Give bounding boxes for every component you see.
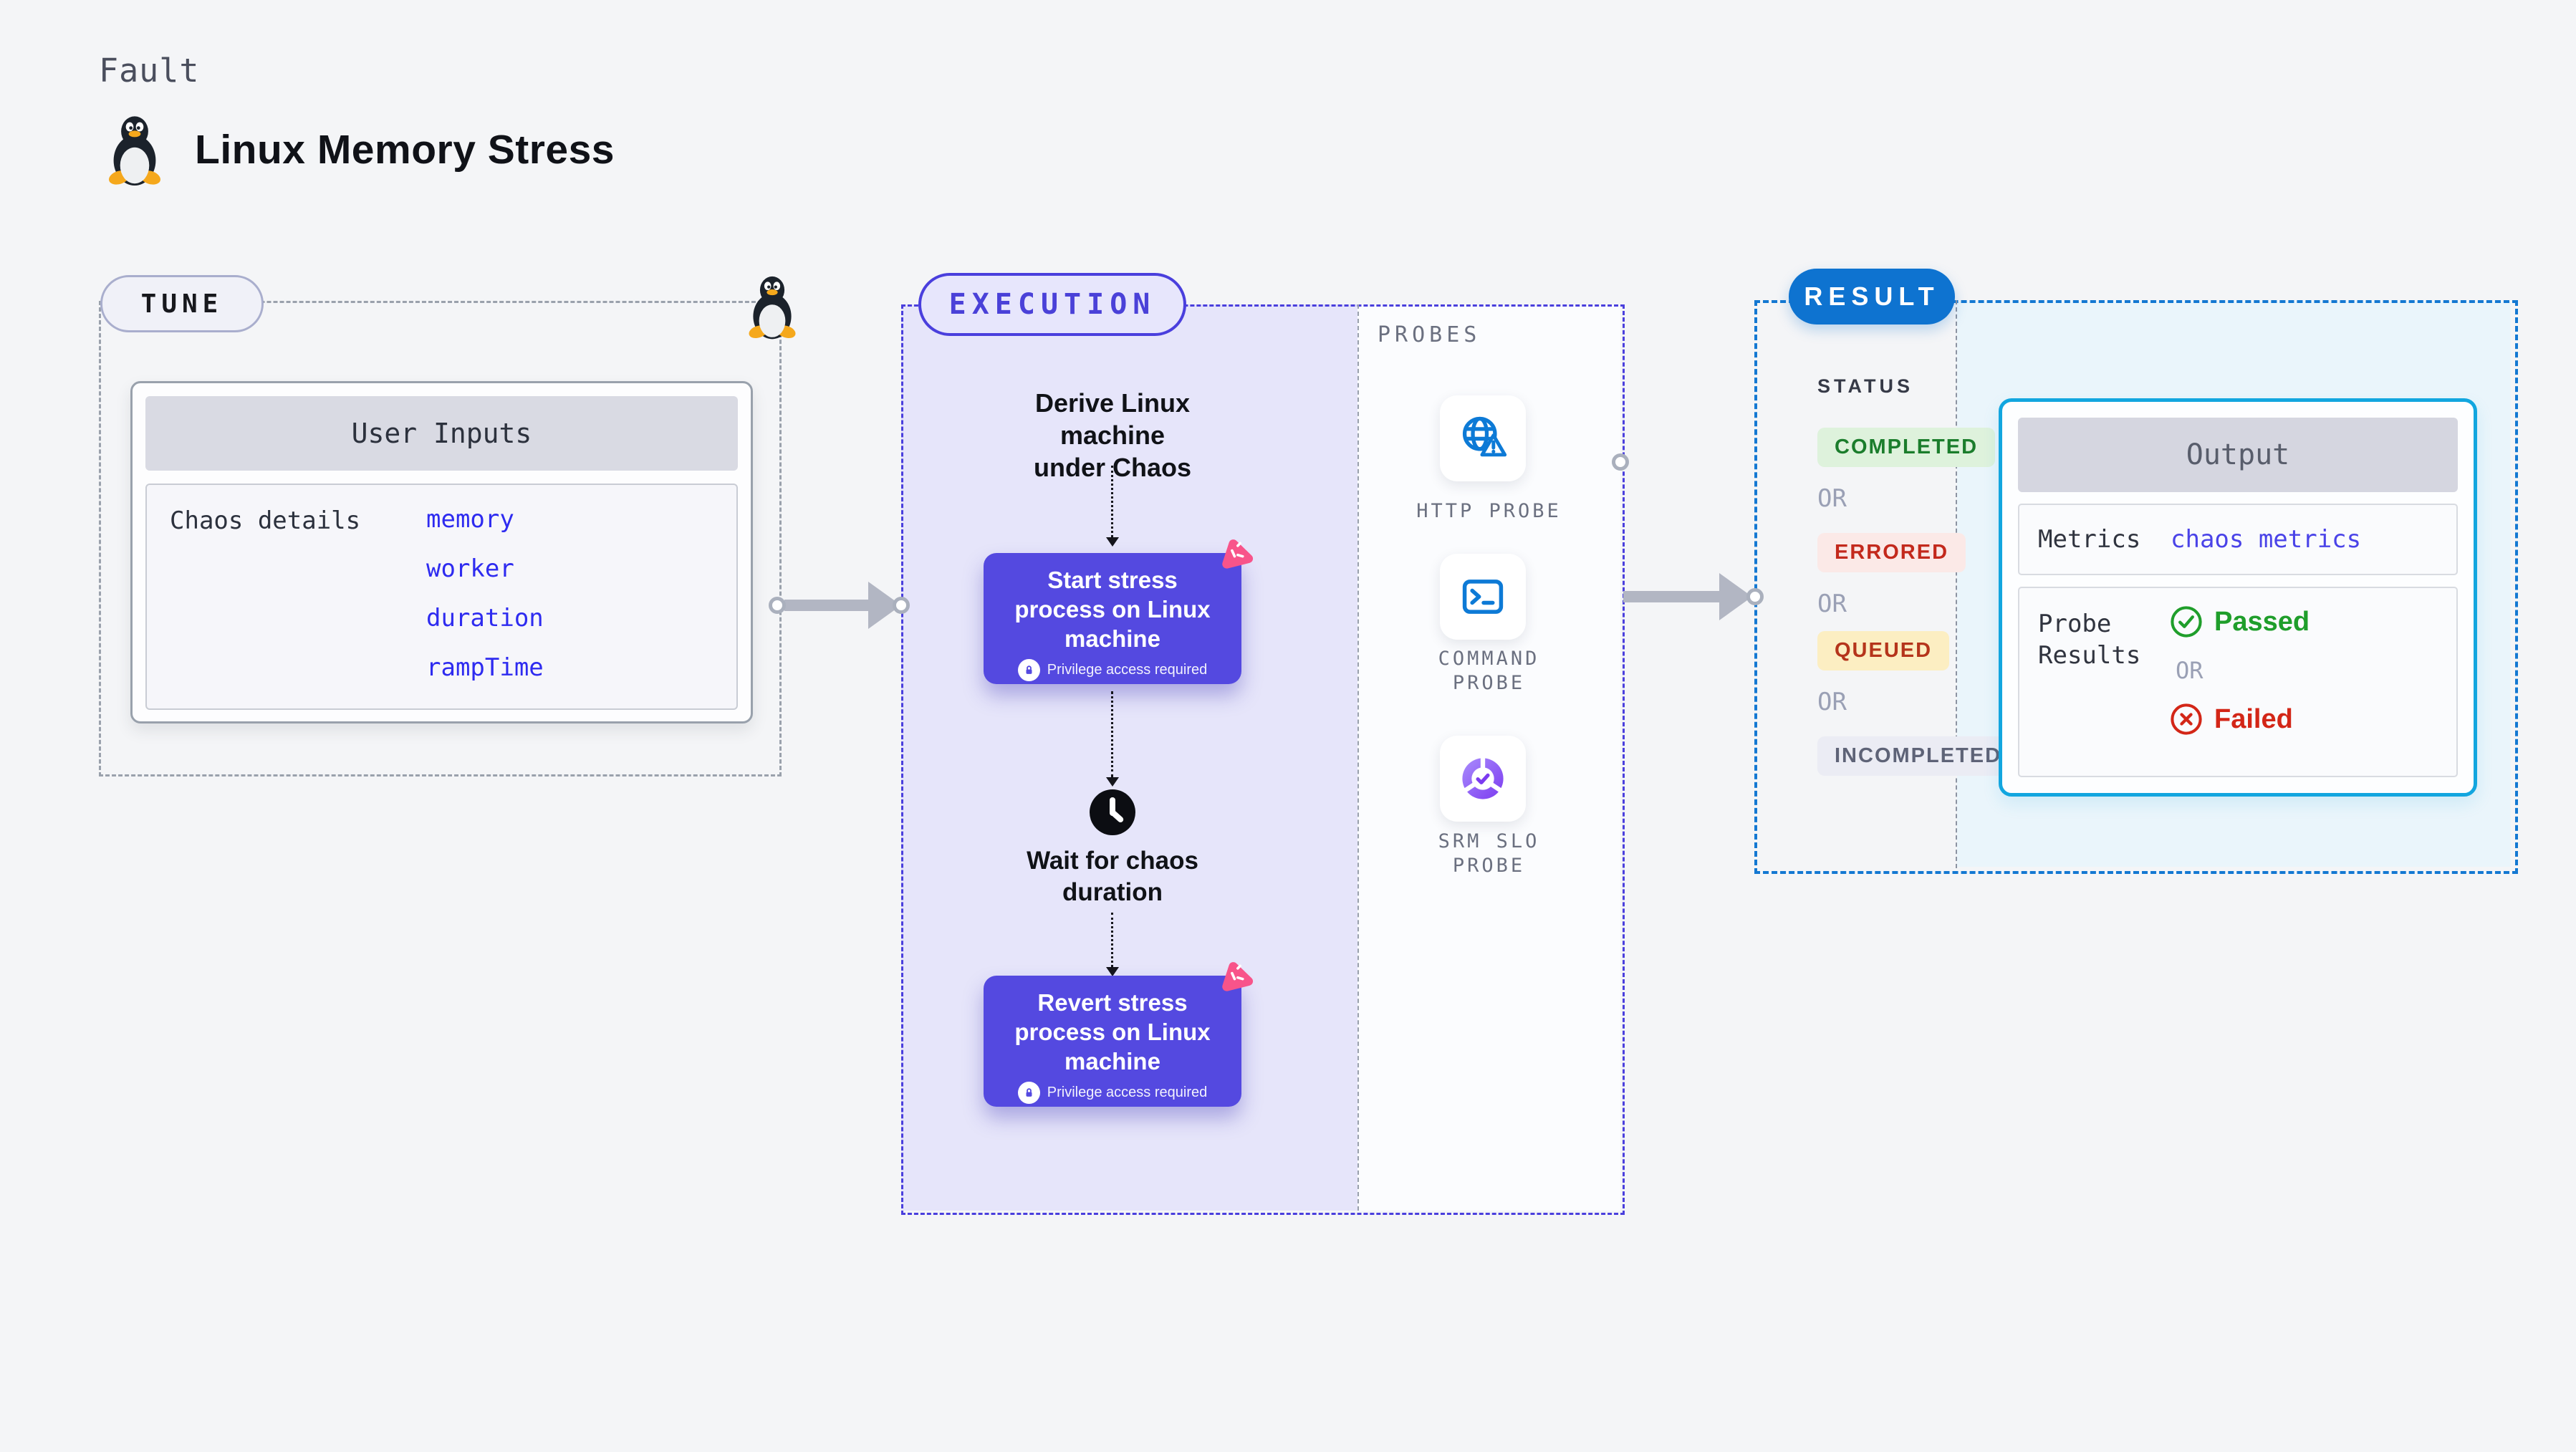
command-terminal-icon xyxy=(1462,580,1504,614)
connector-dot xyxy=(893,597,910,614)
passed-verdict: Passed xyxy=(2170,605,2310,638)
command-probe-card xyxy=(1440,554,1526,640)
passed-label: Passed xyxy=(2214,606,2310,637)
probes-divider xyxy=(1357,304,1359,1211)
execution-section-box xyxy=(901,304,1625,1215)
chaos-logo-icon xyxy=(1222,539,1254,569)
result-badge: RESULT xyxy=(1789,269,1955,324)
status-or-separator: OR xyxy=(1817,590,1847,618)
status-badge-errored: ERRORED xyxy=(1817,533,1966,572)
user-inputs-card: User Inputs Chaos details memory worker … xyxy=(130,381,753,723)
lock-icon xyxy=(1017,659,1040,681)
wait-step-label: Wait for chaos duration xyxy=(1027,847,1198,906)
linux-tux-icon xyxy=(109,116,160,186)
http-globe-warning-icon xyxy=(1462,416,1507,457)
probes-title: PROBES xyxy=(1378,322,1481,347)
privilege-note: Privilege access required xyxy=(984,1082,1241,1104)
check-circle-icon xyxy=(2171,606,2202,638)
derive-step-label: Derive Linux machine under Chaos xyxy=(1033,388,1192,482)
output-header: Output xyxy=(2018,418,2458,492)
connector-dot xyxy=(1612,453,1629,471)
privilege-note-text: Privilege access required xyxy=(1047,662,1208,678)
flow-connector xyxy=(1106,466,1119,547)
fault-kicker: Fault xyxy=(99,52,200,90)
result-section-box xyxy=(1754,300,2518,874)
connector-dot xyxy=(769,597,786,614)
page-title: Linux Memory Stress xyxy=(195,127,615,173)
status-badge-incompleted: INCOMPLETED xyxy=(1817,736,2019,776)
lock-icon xyxy=(1017,1082,1040,1104)
status-badge-queued: QUEUED xyxy=(1817,631,1950,670)
metrics-row: Metrics chaos metrics xyxy=(2018,504,2458,575)
chaos-details-values: memory worker duration rampTime xyxy=(426,505,544,682)
start-stress-node: Start stress process on Linux machine Pr… xyxy=(984,553,1241,684)
failed-verdict: Failed xyxy=(2170,703,2310,736)
chaos-logo-icon xyxy=(1222,962,1254,991)
output-card: Output Metrics chaos metrics Probe Resul… xyxy=(1999,398,2477,797)
chaos-details-label: Chaos details xyxy=(170,506,361,535)
revert-stress-node: Revert stress process on Linux machine P… xyxy=(984,976,1241,1107)
tune-section-box xyxy=(99,301,782,777)
tune-to-execution-arrow xyxy=(784,600,869,611)
input-value-ramptime: rampTime xyxy=(426,653,544,682)
status-title: STATUS xyxy=(1817,375,1913,397)
command-probe-label: COMMAND PROBE xyxy=(1438,648,1540,694)
metrics-value: chaos metrics xyxy=(2171,525,2362,554)
privilege-note: Privilege access required xyxy=(984,659,1241,681)
execution-badge: EXECUTION xyxy=(918,273,1186,336)
linux-tux-icon-small xyxy=(749,276,796,340)
privilege-note-text: Privilege access required xyxy=(1047,1085,1208,1100)
input-value-memory: memory xyxy=(426,505,514,534)
http-probe-card xyxy=(1440,395,1526,481)
status-or-separator: OR xyxy=(1817,688,1847,716)
verdict-or-separator: OR xyxy=(2176,657,2203,684)
user-inputs-header: User Inputs xyxy=(145,396,738,471)
failed-label: Failed xyxy=(2214,703,2293,734)
start-stress-title: Start stress process on Linux machine xyxy=(1014,567,1211,652)
execution-to-result-arrow xyxy=(1623,591,1719,602)
connector-dot xyxy=(1746,588,1764,605)
flow-connector xyxy=(1106,913,1119,976)
revert-stress-title: Revert stress process on Linux machine xyxy=(1014,989,1211,1074)
x-circle-icon xyxy=(2171,703,2202,735)
flow-connector xyxy=(1106,691,1119,787)
chaos-details-row: Chaos details memory worker duration ram… xyxy=(145,484,738,710)
srm-slo-probe-card xyxy=(1440,736,1526,822)
probe-results-label: Probe Results xyxy=(2038,610,2141,670)
status-badge-completed: COMPLETED xyxy=(1817,428,1996,467)
status-or-separator: OR xyxy=(1817,484,1847,513)
tune-badge: TUNE xyxy=(100,275,264,332)
probe-results-values: Passed OR Failed xyxy=(2170,605,2310,736)
clock-icon xyxy=(1090,789,1135,835)
srm-slo-gauge-icon xyxy=(1462,757,1504,799)
status-divider xyxy=(1956,300,1957,868)
metrics-label: Metrics xyxy=(2038,525,2141,554)
input-value-worker: worker xyxy=(426,554,514,583)
http-probe-label: HTTP PROBE xyxy=(1416,500,1562,522)
input-value-duration: duration xyxy=(426,604,544,633)
probe-results-row: Probe Results Passed OR Failed xyxy=(2018,587,2458,777)
srm-slo-probe-label: SRM SLO PROBE xyxy=(1438,830,1540,877)
